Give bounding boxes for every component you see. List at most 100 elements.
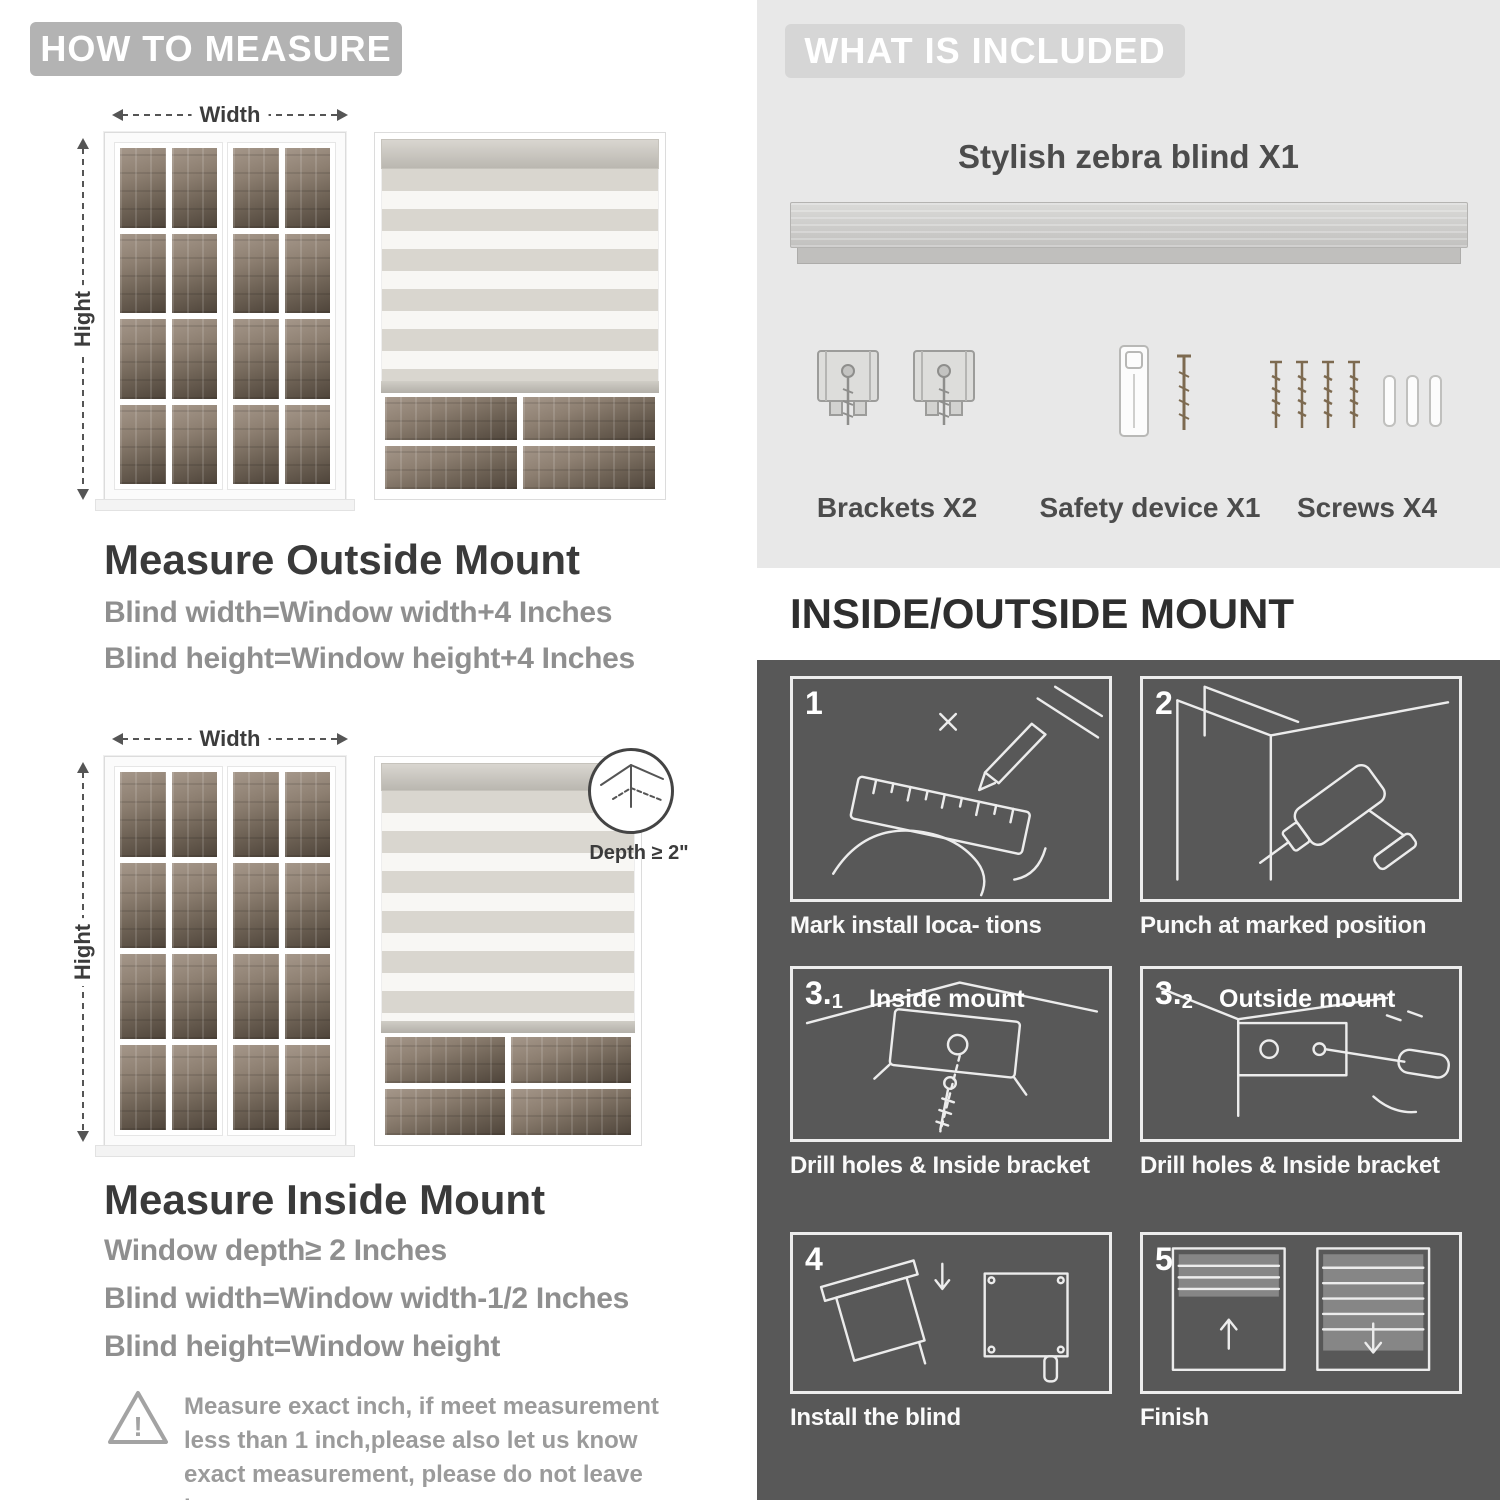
item-label: Screws X4	[1296, 492, 1438, 523]
window-lower-panes	[381, 393, 659, 493]
step-caption: Punch at marked position	[1140, 912, 1427, 939]
safety-device-icon	[1119, 345, 1191, 437]
formula-line: Window depth≥ 2 Inches	[104, 1234, 447, 1267]
width-label: Width	[191, 102, 269, 128]
step-box-5: 5	[1140, 1232, 1462, 1394]
window-pane	[233, 148, 279, 228]
how-to-measure-header: HOW TO MEASURE	[30, 22, 402, 76]
step-box-4: 4	[790, 1232, 1112, 1394]
window-pane-grid	[114, 766, 336, 1136]
depth-label: Depth ≥ 2"	[589, 842, 689, 864]
width-arrow: Width	[112, 726, 348, 752]
window-pane	[171, 1045, 217, 1130]
window-pane	[284, 772, 330, 857]
screws-icon	[1270, 360, 1442, 428]
blind-stripes	[381, 791, 635, 1021]
width-arrow: Width	[112, 102, 348, 128]
window-corner-icon	[600, 764, 664, 808]
window-pane	[284, 1045, 330, 1130]
window-pane	[120, 863, 166, 948]
warning-exclamation: !	[133, 1411, 142, 1442]
window-pane	[385, 446, 517, 489]
formula-line: Blind width=Window width+4 Inches	[104, 596, 613, 629]
window-pane	[171, 772, 217, 857]
window-pane	[511, 1037, 631, 1083]
brackets-icon	[817, 350, 975, 425]
formula-line: Blind height=Window height	[104, 1330, 501, 1363]
window-pane	[233, 954, 279, 1039]
step-number: 3.1	[805, 975, 843, 1013]
window-sash	[114, 142, 223, 490]
window-lower-panes	[381, 1033, 635, 1139]
step-5-illustration	[1171, 1247, 1431, 1372]
step-number: 3.2	[1155, 975, 1193, 1013]
step-number: 4	[805, 1241, 823, 1277]
window-pane	[385, 1037, 505, 1083]
step-1-illustration	[831, 685, 1104, 897]
window-pane	[233, 1045, 279, 1130]
step-box-2: 2	[1140, 676, 1462, 902]
step-3-2-illustration	[1159, 987, 1450, 1118]
step-box-3-2: 3.2 Outside mount	[1140, 966, 1462, 1142]
depth-callout	[588, 748, 674, 834]
window-pane	[120, 148, 166, 228]
blind-bottom-rail	[381, 381, 659, 393]
window-pane	[171, 404, 217, 484]
item-label: Safety device X1	[1039, 492, 1261, 523]
window-pane	[171, 863, 217, 948]
window-pane	[523, 446, 655, 489]
height-label: Hight	[70, 917, 96, 987]
step-number: 5	[1155, 1241, 1173, 1277]
step-caption: Install the blind	[790, 1404, 961, 1431]
headrail-bar	[790, 202, 1468, 248]
window-pane-grid	[114, 142, 336, 490]
window-sash	[114, 766, 223, 1136]
window-pane	[120, 954, 166, 1039]
zebra-blind-illustration-inside	[374, 756, 642, 1146]
window-pane	[171, 148, 217, 228]
outside-mount-heading: Measure Outside Mount	[104, 536, 581, 583]
mount-section-heading: INSIDE/OUTSIDE MOUNT	[790, 590, 1295, 637]
window-pane	[511, 1089, 631, 1135]
window-pane	[523, 397, 655, 440]
what-is-included-header: WHAT IS INCLUDED	[785, 24, 1185, 78]
window-pane	[233, 863, 279, 948]
step-title: Outside mount	[1219, 985, 1396, 1013]
mount-header-band: INSIDE/OUTSIDE MOUNT	[757, 568, 1500, 660]
step-caption: Mark install loca- tions	[790, 912, 1042, 939]
window-pane	[120, 772, 166, 857]
zebra-blind-illustration-outside	[374, 132, 666, 500]
window-pane	[284, 863, 330, 948]
inside-mount-heading: Measure Inside Mount	[104, 1176, 546, 1223]
window-illustration-inside	[95, 756, 355, 1157]
window-sill	[95, 1145, 355, 1157]
window-pane	[171, 233, 217, 313]
window-pane	[120, 233, 166, 313]
window-sash	[227, 142, 336, 490]
measure-note-text: Measure exact inch, if meet measurement …	[184, 1393, 659, 1500]
step-number: 1	[805, 685, 823, 721]
formula-line: Blind width=Window width-1/2 Inches	[104, 1282, 630, 1315]
step-2-illustration	[1176, 685, 1450, 881]
window-pane	[233, 772, 279, 857]
warning-icon: !	[108, 1391, 168, 1444]
height-arrow: Hight	[70, 762, 96, 1142]
formula-line: Blind height=Window height+4 Inches	[104, 642, 635, 675]
width-arrow-line	[112, 733, 348, 745]
height-arrow: Hight	[70, 138, 96, 500]
window-pane	[385, 397, 517, 440]
window-pane	[233, 319, 279, 399]
zebra-blind-item-label: Stylish zebra blind X1	[957, 138, 1300, 175]
height-label: Hight	[70, 284, 96, 354]
window-pane	[171, 954, 217, 1039]
step-caption: Drill holes & Inside bracket	[1140, 1152, 1440, 1179]
window-pane	[171, 319, 217, 399]
width-label: Width	[191, 726, 269, 752]
step-3-1-illustration	[805, 981, 1099, 1133]
window-pane	[120, 1045, 166, 1130]
blind-stripes	[381, 169, 659, 381]
window-illustration-outside	[95, 132, 355, 511]
step-caption: Finish	[1140, 1404, 1209, 1431]
window-pane	[120, 404, 166, 484]
